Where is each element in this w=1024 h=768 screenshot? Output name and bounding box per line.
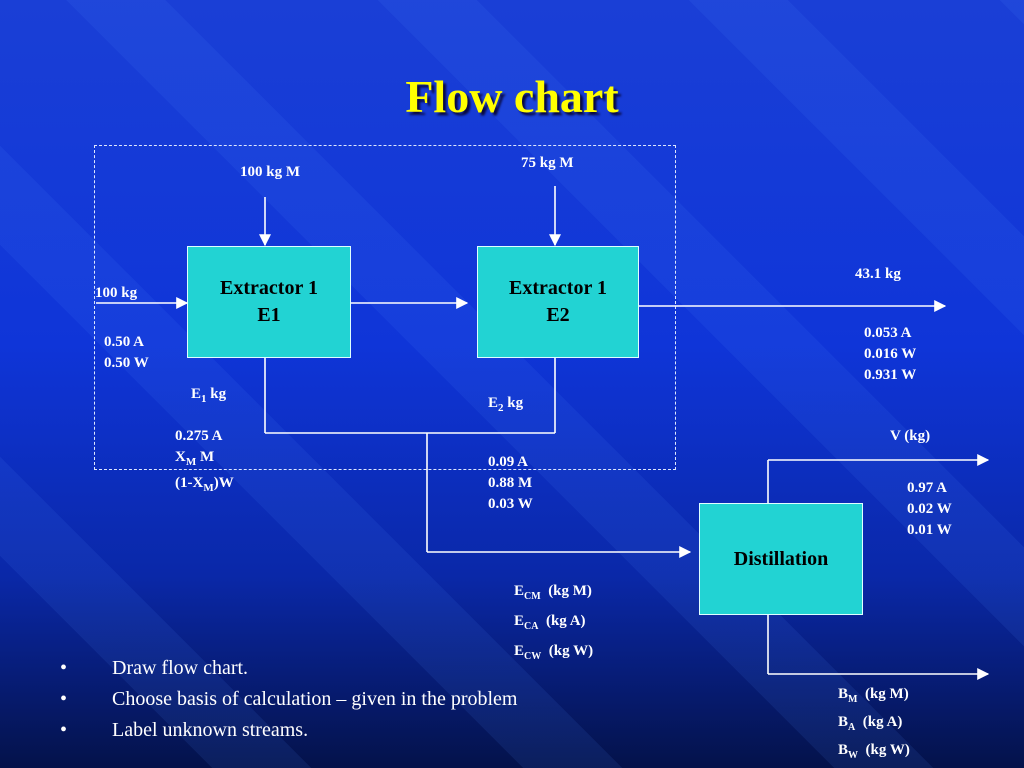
- extractor-e1-name: Extractor 1: [220, 277, 318, 299]
- feed-m2-label: 75 kg M: [521, 155, 574, 171]
- combined-ecm: ECM (kg M): [514, 583, 592, 602]
- extract2-label: E2 kg: [488, 395, 524, 414]
- extract1-label: E1 kg: [191, 386, 227, 405]
- feed-comp-w: 0.50 W: [104, 355, 149, 371]
- bottoms-bw: BW (kg W): [838, 742, 910, 761]
- extract2-composition: 0.09 A 0.88 M 0.03 W: [488, 452, 533, 515]
- extract1-composition: 0.275 A XM M (1-XM)W: [175, 426, 234, 499]
- raffinate-comp-w2: 0.931 W: [864, 367, 917, 383]
- system-boundary: [94, 145, 676, 470]
- slide-title: Flow chart: [405, 71, 619, 122]
- combined-extract-labels: ECM (kg M) ECA (kg A) ECW (kg W): [514, 579, 593, 669]
- raffinate-comp-w1: 0.016 W: [864, 346, 917, 362]
- bullet-item: • Draw flow chart.: [60, 653, 517, 684]
- vapor-comp-w2: 0.01 W: [907, 522, 952, 538]
- vapor-comp-w1: 0.02 W: [907, 501, 952, 517]
- extract1-comp-a: 0.275 A: [175, 428, 223, 444]
- vapor-comp-a: 0.97 A: [907, 480, 948, 496]
- feed-composition: 0.50 A 0.50 W: [104, 332, 149, 374]
- bullet-text: Draw flow chart.: [112, 657, 249, 679]
- extractor-e2-id: E2: [546, 304, 570, 326]
- extractor-e1-box: Extractor 1 E1: [187, 246, 351, 358]
- vapor-label: V (kg): [890, 428, 931, 444]
- bullet-item: • Choose basis of calculation – given in…: [60, 684, 517, 715]
- instruction-list: • Draw flow chart. • Choose basis of cal…: [60, 653, 517, 746]
- feed-comp-a: 0.50 A: [104, 334, 145, 350]
- combined-ecw: ECW (kg W): [514, 643, 594, 662]
- raffinate-mass-label: 43.1 kg: [855, 266, 901, 282]
- bullet-dot-icon: •: [60, 657, 68, 679]
- distillation-label: Distillation: [733, 547, 829, 570]
- extract2-comp-a: 0.09 A: [488, 454, 529, 470]
- bullet-dot-icon: •: [60, 688, 68, 710]
- bottoms-ba: BA (kg A): [838, 714, 903, 733]
- vapor-composition: 0.97 A 0.02 W 0.01 W: [907, 478, 952, 541]
- distillation-box: Distillation: [699, 503, 863, 615]
- extractor-e2-box: Extractor 1 E2: [477, 246, 639, 358]
- extract2-comp-w: 0.03 W: [488, 496, 533, 512]
- bullet-text: Choose basis of calculation – given in t…: [112, 688, 518, 710]
- bullet-dot-icon: •: [60, 719, 68, 741]
- raffinate-comp-a: 0.053 A: [864, 325, 912, 341]
- feed-m1-label: 100 kg M: [240, 164, 300, 180]
- extract2-comp-m: 0.88 M: [488, 475, 533, 491]
- bullet-item: • Label unknown streams.: [60, 715, 517, 746]
- bottoms-labels: BM (kg M) BA (kg A) BW (kg W): [838, 683, 910, 767]
- bottoms-bm: BM (kg M): [838, 686, 909, 705]
- feed-mass-label: 100 kg: [95, 285, 138, 301]
- combined-eca: ECA (kg A): [514, 613, 586, 632]
- extract1-comp-w: (1-XM)W: [175, 475, 234, 494]
- bullet-text: Label unknown streams.: [112, 719, 309, 741]
- extract1-comp-m: XM M: [175, 449, 215, 468]
- raffinate-composition: 0.053 A 0.016 W 0.931 W: [864, 323, 916, 386]
- extractor-e1-id: E1: [257, 304, 281, 326]
- extractor-e2-name: Extractor 1: [509, 277, 607, 299]
